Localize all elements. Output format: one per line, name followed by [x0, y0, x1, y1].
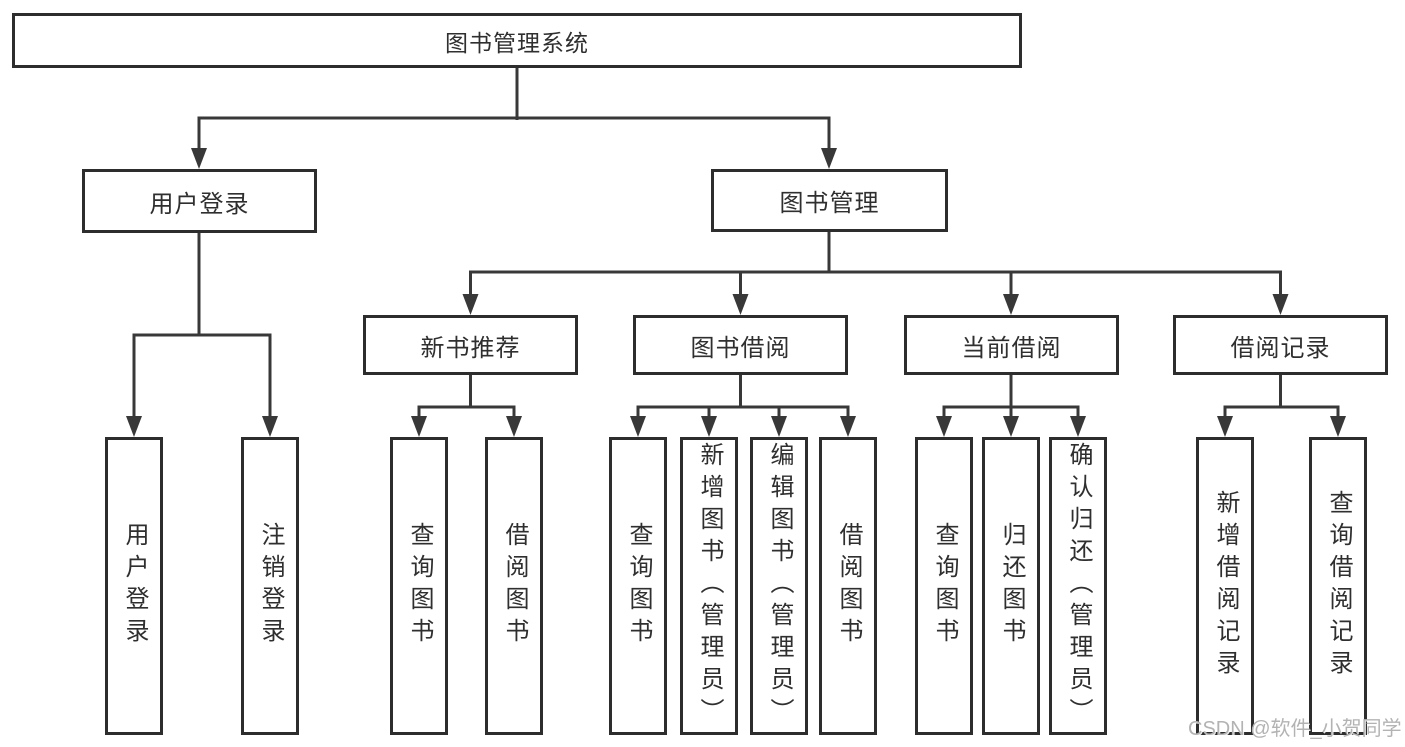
node-library-management-system: 图书管理系统 — [12, 13, 1022, 68]
leaf-search-books-recommendation: 查询图书 — [390, 437, 448, 735]
leaf-label: 查询图书 — [931, 522, 958, 650]
node-book-management: 图书管理 — [711, 169, 948, 232]
node-current-borrowing: 当前借阅 — [904, 315, 1119, 375]
leaf-return-books: 归还图书 — [982, 437, 1040, 735]
node-label: 新书推荐 — [420, 334, 521, 362]
leaf-logout: 注销登录 — [241, 437, 299, 735]
leaf-add-borrow-record: 新增借阅记录 — [1196, 437, 1254, 735]
leaf-label: 用户登录 — [121, 522, 148, 650]
connector-segments — [132, 68, 1340, 420]
node-label: 图书管理 — [779, 190, 880, 217]
leaf-search-books-borrowing: 查询图书 — [609, 437, 667, 735]
node-label: 用户登录 — [149, 190, 250, 218]
leaf-label: 查询图书 — [406, 522, 433, 650]
node-new-book-recommendation: 新书推荐 — [363, 315, 578, 375]
leaf-search-borrow-record: 查询借阅记录 — [1309, 437, 1367, 735]
arrowhead-icons — [126, 148, 1346, 437]
leaf-label: 借阅图书 — [501, 522, 528, 650]
leaf-borrow-books: 借阅图书 — [819, 437, 877, 735]
leaf-label: 查询图书 — [625, 522, 652, 650]
leaf-label: 归还图书 — [998, 522, 1025, 650]
node-book-borrowing: 图书借阅 — [633, 315, 848, 375]
leaf-label: 新增图书（管理员） — [696, 442, 723, 730]
node-label: 图书管理系统 — [445, 29, 589, 56]
node-label: 当前借阅 — [961, 334, 1062, 362]
node-label: 图书借阅 — [690, 334, 791, 362]
leaf-label: 查询借阅记录 — [1325, 490, 1352, 682]
leaf-label: 注销登录 — [257, 522, 284, 650]
node-user-login: 用户登录 — [82, 169, 317, 233]
leaf-label: 借阅图书 — [835, 522, 862, 650]
leaf-confirm-return-admin: 确认归还（管理员） — [1049, 437, 1107, 735]
leaf-label: 确认归还（管理员） — [1065, 442, 1092, 730]
csdn-watermark: CSDN @软件_小贺同学 — [1188, 718, 1402, 740]
node-label: 借阅记录 — [1230, 334, 1331, 362]
leaf-edit-book-admin: 编辑图书（管理员） — [750, 437, 808, 735]
leaf-add-book-admin: 新增图书（管理员） — [680, 437, 738, 735]
leaf-search-books-current: 查询图书 — [915, 437, 973, 735]
leaf-label: 新增借阅记录 — [1212, 490, 1239, 682]
leaf-user-login: 用户登录 — [105, 437, 163, 735]
leaf-label: 编辑图书（管理员） — [766, 442, 793, 730]
node-borrowing-records: 借阅记录 — [1173, 315, 1388, 375]
leaf-borrow-books-recommendation: 借阅图书 — [485, 437, 543, 735]
